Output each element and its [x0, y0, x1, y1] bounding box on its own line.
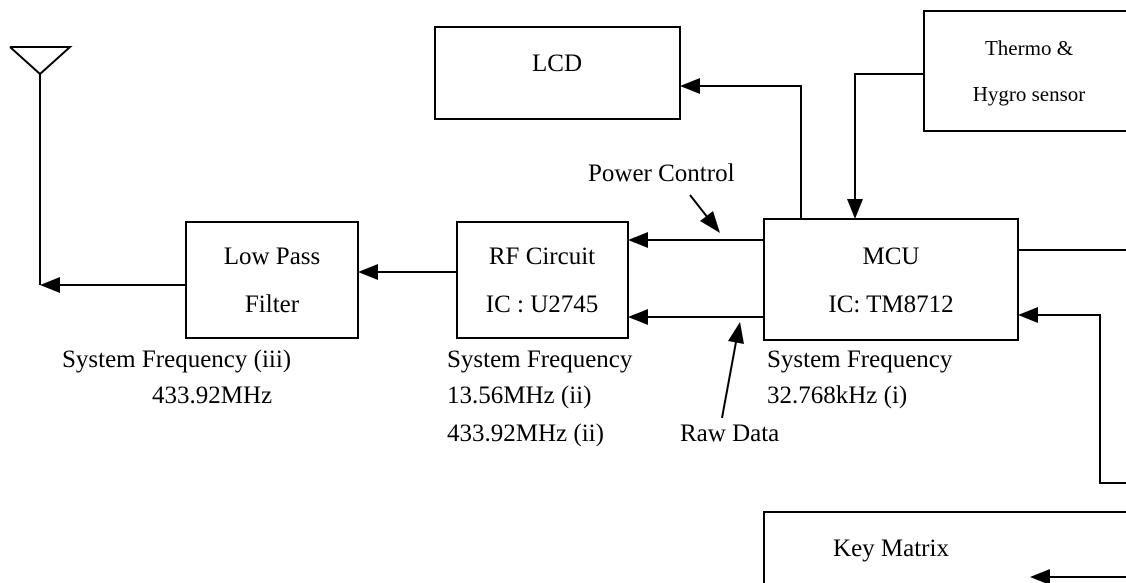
rf-note-line2: 13.56MHz (ii) — [447, 382, 591, 409]
lcd-label: LCD — [532, 50, 582, 77]
antenna-icon — [9, 46, 73, 285]
connections — [40, 73, 1126, 583]
mcu-block: MCU IC: TM8712 — [763, 218, 1019, 341]
mcu-note-line2: 32.768kHz (i) — [767, 382, 907, 409]
sensor-label-line2: Hygro sensor — [973, 82, 1086, 106]
rf-label-line1: RF Circuit — [489, 243, 595, 270]
sensor-to-mcu-line — [854, 73, 924, 199]
lpf-note-line1: System Frequency (iii) — [62, 346, 291, 373]
rf-data-arrowhead — [628, 309, 648, 325]
lpf-note-line2: 433.92MHz — [152, 382, 272, 409]
rf-power-arrowhead — [628, 232, 648, 248]
key-matrix-label: Key Matrix — [833, 535, 949, 562]
mcu-frequency-note: System Frequency 32.768kHz (i) — [767, 346, 953, 409]
antenna-arrowhead — [40, 277, 60, 293]
power-control-pointer — [689, 194, 720, 233]
mcu-to-lcd-line — [700, 85, 802, 219]
key-to-mcu-line — [1038, 314, 1126, 484]
lcd-arrowhead — [680, 78, 700, 94]
rf-circuit-block: RF Circuit IC : U2745 — [456, 221, 629, 339]
raw-data-pointer — [721, 322, 744, 419]
lcd-block: LCD — [434, 26, 681, 120]
lpf-arrowhead — [358, 264, 378, 280]
mcu-note-line1: System Frequency — [767, 346, 953, 373]
power-control-label: Power Control — [588, 160, 735, 187]
rf-note-line3: 433.92MHz (ii) — [447, 420, 604, 447]
sensor-block: Thermo & Hygro sensor — [923, 10, 1126, 132]
mcu-label-line1: MCU — [863, 243, 920, 270]
mcu-label-line2: IC: TM8712 — [828, 291, 953, 318]
rf-note-line1: System Frequency — [447, 346, 633, 373]
mcu-key-arrowhead — [1018, 307, 1038, 323]
lpf-label-line1: Low Pass — [224, 243, 321, 270]
rf-frequency-note: System Frequency 13.56MHz (ii) 433.92MHz… — [447, 346, 633, 447]
lpf-label-line2: Filter — [245, 291, 300, 318]
key-matrix-block: Key Matrix — [763, 511, 1126, 583]
sensor-label-line1: Thermo & — [985, 36, 1073, 60]
key-matrix-arrowhead — [1030, 569, 1050, 583]
mcu-sensor-arrowhead — [847, 199, 863, 219]
rf-label-line2: IC : U2745 — [486, 291, 599, 318]
low-pass-filter-block: Low Pass Filter — [185, 221, 359, 339]
raw-data-label: Raw Data — [680, 420, 779, 447]
lpf-frequency-note: System Frequency (iii) 433.92MHz — [62, 346, 291, 409]
